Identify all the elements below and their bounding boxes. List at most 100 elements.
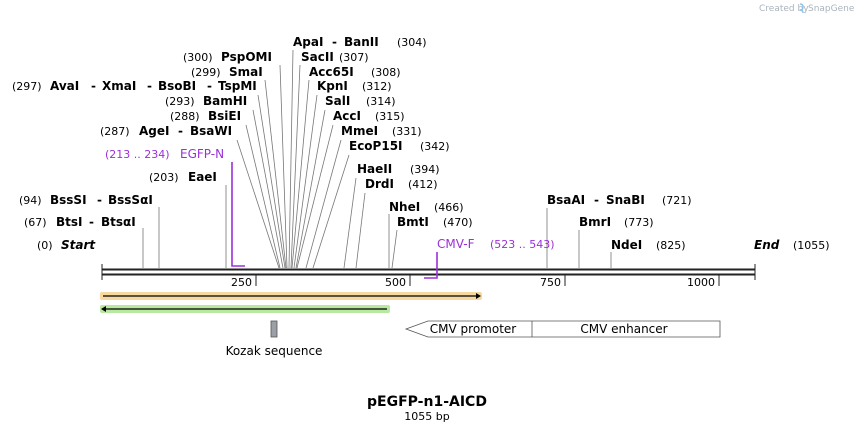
site-pos-start: (0)	[37, 239, 53, 252]
connector-sali	[295, 109, 326, 269]
site-name-smai: SmaI	[229, 65, 263, 79]
site-pos-acc65i: (308)	[371, 66, 401, 79]
site-name-end: End	[754, 238, 780, 252]
connector-pspomi	[279, 64, 288, 269]
site-name-acc65i: Acc65I	[309, 65, 354, 79]
site-pos-acci: (315)	[375, 110, 405, 123]
site-name-nhei: NheI	[389, 200, 420, 214]
site-pos-end: (1055)	[793, 239, 830, 252]
connector-smai	[264, 79, 287, 269]
connector-bmti	[391, 229, 398, 269]
enzyme-labels: (0) Start (67) BtsI - BtsαI (94) BssSI -…	[12, 35, 830, 252]
connector-haeii	[343, 177, 357, 269]
credit-created-by: Created by	[759, 4, 809, 14]
site-name-pspomi: PspOMI	[221, 50, 272, 64]
site-pos-smai: (299)	[191, 66, 221, 79]
site-pos-btsi: (67)	[24, 216, 47, 229]
site-pos-bamhi: (293)	[165, 95, 195, 108]
features: Kozak sequence CMV promoter CMV enhancer	[226, 320, 721, 358]
site-alt-btsi: BtsαI	[101, 215, 136, 229]
site-name-ecop15i: EcoP15I	[349, 139, 403, 153]
site-name-sali: SalI	[325, 94, 350, 108]
site-sep-avai-2: -	[147, 79, 152, 93]
site-sep-avai-3: -	[207, 79, 212, 93]
site-pos-eaei: (203)	[149, 171, 179, 184]
site-pos-bmri: (773)	[624, 216, 654, 229]
site-sep-btsi: -	[89, 215, 94, 229]
site-name-agei: AgeI	[139, 124, 169, 138]
site-alt-avai: XmaI	[102, 79, 136, 93]
site-name-bmti: BmtI	[397, 215, 429, 229]
connector-kpni	[293, 94, 318, 269]
orf-reverse-arrowhead	[101, 306, 106, 312]
site-name-bmri: BmrI	[579, 215, 611, 229]
feature-cmv-promoter-label: CMV promoter	[430, 322, 517, 336]
site-alt3-avai: TspMI	[218, 79, 257, 93]
connector-acc65i	[291, 79, 310, 269]
connector-ecop15i	[312, 154, 350, 269]
site-pos-ndei: (825)	[656, 239, 686, 252]
feature-cmv-enhancer-label: CMV enhancer	[580, 322, 667, 336]
site-name-haeii: HaeII	[357, 162, 392, 176]
site-pos-drdi: (412)	[408, 178, 438, 191]
site-pos-apai: (304)	[397, 36, 427, 49]
site-alt-bsaai: SnaBI	[606, 193, 645, 207]
scale-label-250: 250	[231, 276, 252, 289]
scale-label-500: 500	[385, 276, 406, 289]
site-sep-apai: -	[332, 35, 337, 49]
orf-forward-arrowhead	[476, 293, 481, 299]
site-pos-mmei: (331)	[392, 125, 422, 138]
site-name-bsssi: BssSI	[50, 193, 87, 207]
connector-mmei	[305, 139, 342, 269]
site-sep-bsssi: -	[97, 193, 102, 207]
map-length: 1055 bp	[404, 410, 449, 423]
orfs	[100, 292, 482, 313]
site-name-kpni: KpnI	[317, 79, 348, 93]
site-pos-bmti: (470)	[443, 216, 473, 229]
credit-brand: SnapGene	[808, 4, 855, 14]
site-pos-sacii: (307)	[339, 51, 369, 64]
connector-agei	[236, 139, 280, 269]
primer-name-egfp-n: EGFP-N	[180, 147, 224, 161]
primer-range-cmv-f: (523 .. 543)	[490, 238, 555, 251]
site-pos-kpni: (312)	[362, 80, 392, 93]
scale-label-1000: 1000	[687, 276, 715, 289]
scale-label-750: 750	[540, 276, 561, 289]
site-name-mmei: MmeI	[341, 124, 378, 138]
sequence-backbone	[101, 264, 756, 280]
site-pos-bsaai: (721)	[662, 194, 692, 207]
site-name-eaei: EaeI	[188, 170, 217, 184]
snapgene-logo-icon	[799, 3, 804, 14]
primer-range-egfp-n: (213 .. 234)	[105, 148, 170, 161]
site-pos-nhei: (466)	[434, 201, 464, 214]
primer-name-cmv-f: CMV-F	[437, 237, 475, 251]
site-pos-bsssi: (94)	[19, 194, 42, 207]
site-name-drdi: DrdI	[365, 177, 394, 191]
site-pos-pspomi: (300)	[183, 51, 213, 64]
site-name-sacii: SacII	[301, 50, 334, 64]
connector-bsiei	[245, 124, 281, 269]
connector-acci	[296, 124, 334, 269]
site-alt-bsssi: BssSαI	[108, 193, 153, 207]
connector-sacii	[290, 64, 301, 269]
site-name-btsi: BtsI	[56, 215, 83, 229]
primer-marker-cmv-f	[424, 252, 438, 279]
site-pos-sali: (314)	[366, 95, 396, 108]
feature-kozak-label: Kozak sequence	[226, 344, 323, 358]
connector-apai	[288, 49, 294, 269]
site-alt2-avai: BsoBI	[158, 79, 196, 93]
connector-drdi	[355, 192, 366, 269]
site-name-bsaai: BsaAI	[547, 193, 585, 207]
connector-bamhi	[252, 109, 284, 269]
site-name-acci: AccI	[333, 109, 361, 123]
site-name-apai: ApaI	[293, 35, 323, 49]
site-pos-agei: (287)	[100, 125, 130, 138]
site-sep-avai-1: -	[91, 79, 96, 93]
map-title-block: pEGFP-n1-AICD 1055 bp	[367, 394, 487, 423]
site-name-bamhi: BamHI	[203, 94, 247, 108]
site-pos-bsiei: (288)	[170, 110, 200, 123]
site-connectors	[142, 49, 612, 269]
feature-kozak-box	[270, 320, 278, 338]
